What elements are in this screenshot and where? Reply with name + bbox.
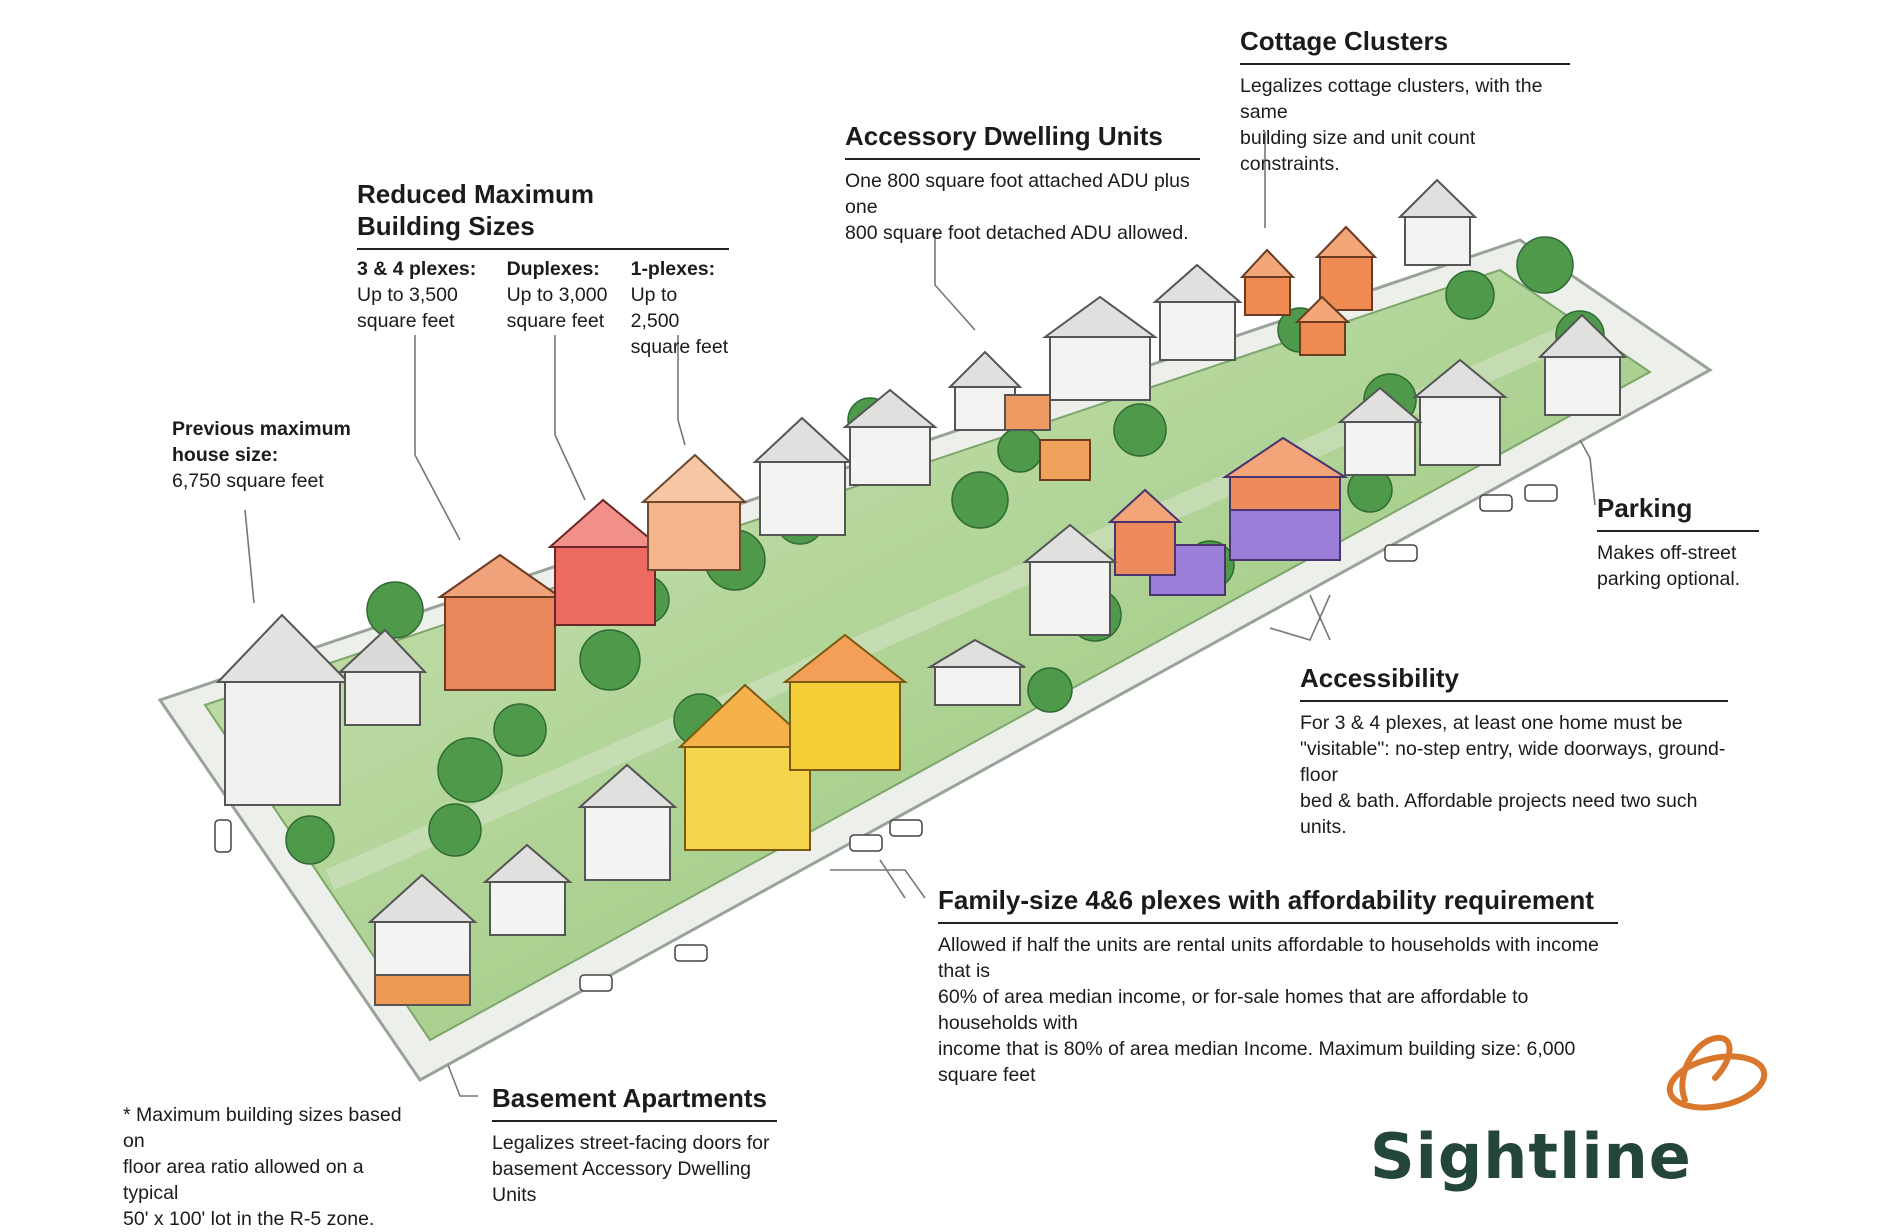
previous-value: 6,750 square feet — [172, 470, 324, 492]
house-white-mid-1 — [752, 416, 853, 536]
parking-title: Parking — [1597, 492, 1759, 532]
adu-label: Accessory Dwelling Units One 800 square … — [845, 120, 1200, 246]
basement-title: Basement Apartments — [492, 1082, 777, 1122]
basement-desc: Legalizes street-facing doors for baseme… — [492, 1130, 777, 1208]
family-line-2: 60% of area median income, or for-sale h… — [938, 986, 1529, 1034]
accessibility-line-1: For 3 & 4 plexes, at least one home must… — [1300, 712, 1683, 734]
accessibility-title: Accessibility — [1300, 662, 1728, 702]
adu-title: Accessory Dwelling Units — [845, 120, 1200, 160]
basement-line-1: Legalizes street-facing doors for — [492, 1132, 770, 1154]
footnote-line-2: floor area ratio allowed on a typical — [123, 1156, 364, 1204]
col-oneplexes-line-1: Up to 2,500 — [630, 284, 680, 332]
house-white-right-2 — [1412, 358, 1508, 466]
cottage-line-1: Legalizes cottage clusters, with the sam… — [1240, 75, 1543, 123]
reduced-col-duplexes: Duplexes: Up to 3,000 square feet — [507, 256, 631, 360]
previous-max-label: Previous maximum house size: 6,750 squar… — [172, 416, 372, 494]
reduced-title-line-2: Building Sizes — [357, 211, 535, 241]
basement-label: Basement Apartments Legalizes street-fac… — [492, 1082, 777, 1208]
col-oneplexes-line-2: square feet — [630, 336, 729, 358]
orbit-swirl-icon — [1666, 1034, 1768, 1111]
house-white-front-1 — [577, 763, 678, 881]
cottage-clusters-title: Cottage Clusters — [1240, 25, 1570, 65]
house-white-back-2 — [1152, 263, 1243, 361]
sightline-wordmark: Sightline — [1370, 1120, 1692, 1193]
reduced-max-sizes-label: Reduced Maximum Building Sizes 3 & 4 ple… — [357, 178, 729, 360]
family-line-3: income that is 80% of area median Income… — [938, 1038, 1576, 1086]
parking-label: Parking Makes off-street parking optiona… — [1597, 492, 1759, 592]
house-white-center — [1022, 523, 1118, 636]
col-duplexes-head: Duplexes: — [506, 258, 600, 280]
house-basement — [367, 873, 478, 1006]
family-line-1: Allowed if half the units are rental uni… — [938, 934, 1599, 982]
adu-line-1: One 800 square foot attached ADU plus on… — [845, 170, 1190, 218]
adu-line-2: 800 square foot detached ADU allowed. — [845, 222, 1189, 244]
accessibility-label: Accessibility For 3 & 4 plexes, at least… — [1300, 662, 1728, 840]
cottage-clusters-desc: Legalizes cottage clusters, with the sam… — [1240, 73, 1570, 177]
parking-line-2: parking optional. — [1597, 568, 1741, 590]
parked-cars — [214, 484, 1558, 992]
house-white-topright — [1397, 178, 1478, 266]
reduced-col-oneplexes: 1-plexes: Up to 2,500 square feet — [631, 256, 729, 360]
cottage-cluster — [1039, 225, 1378, 481]
col-plexes-line-1: Up to 3,500 — [357, 284, 458, 306]
previous-line-1: Previous maximum — [172, 418, 351, 440]
family-title: Family-size 4&6 plexes with affordabilit… — [938, 884, 1618, 924]
previous-line-2: house size: — [172, 444, 279, 466]
accessibility-line-2: "visitable": no-step entry, wide doorway… — [1300, 738, 1726, 786]
house-previous-max — [215, 613, 351, 806]
footnote-line-3: 50' x 100' lot in the R-5 zone. — [123, 1208, 375, 1230]
house-white-back-1 — [1041, 295, 1159, 401]
reduced-max-title: Reduced Maximum Building Sizes — [357, 178, 729, 250]
adu-desc: One 800 square foot attached ADU plus on… — [845, 168, 1200, 246]
leader-lines — [244, 132, 1596, 1097]
house-white-front-2 — [482, 843, 573, 936]
house-fourplex-orange — [436, 553, 564, 691]
col-duplexes-line-1: Up to 3,000 — [506, 284, 608, 306]
footnote-line-1: * Maximum building sizes based on — [123, 1104, 402, 1152]
house-oneplex-peach — [640, 453, 748, 571]
col-plexes-head: 3 & 4 plexes: — [357, 258, 477, 280]
accessibility-line-3: bed & bath. Affordable projects need two… — [1300, 790, 1698, 838]
house-adu — [947, 350, 1051, 431]
reduced-col-plexes: 3 & 4 plexes: Up to 3,500 square feet — [357, 256, 507, 360]
house-white-right-1 — [1537, 313, 1628, 416]
cottage-line-2: building size and unit count constraints… — [1240, 127, 1476, 175]
col-oneplexes-head: 1-plexes: — [630, 258, 716, 280]
family-plexes-label: Family-size 4&6 plexes with affordabilit… — [938, 884, 1618, 1088]
accessibility-desc: For 3 & 4 plexes, at least one home must… — [1300, 710, 1728, 840]
footnote: * Maximum building sizes based on floor … — [123, 1102, 423, 1232]
house-white-mid-2 — [842, 388, 938, 486]
reduced-title-line-1: Reduced Maximum — [357, 179, 594, 209]
cottage-clusters-label: Cottage Clusters Legalizes cottage clust… — [1240, 25, 1570, 177]
house-family-yellow — [677, 633, 908, 851]
parking-desc: Makes off-street parking optional. — [1597, 540, 1759, 592]
house-accessibility-purple — [1107, 436, 1349, 596]
neighborhood-illustration — [157, 132, 1713, 1097]
house-small-left — [337, 628, 428, 726]
house-garage-center — [926, 638, 1026, 706]
house-white-right-3 — [1337, 386, 1423, 476]
parking-line-1: Makes off-street — [1597, 542, 1737, 564]
reduced-columns: 3 & 4 plexes: Up to 3,500 square feet Du… — [357, 256, 729, 360]
col-plexes-line-2: square feet — [357, 310, 455, 332]
col-duplexes-line-2: square feet — [506, 310, 605, 332]
basement-line-2: basement Accessory Dwelling Units — [492, 1158, 752, 1206]
family-desc: Allowed if half the units are rental uni… — [938, 932, 1618, 1088]
house-duplex-red — [547, 498, 663, 626]
